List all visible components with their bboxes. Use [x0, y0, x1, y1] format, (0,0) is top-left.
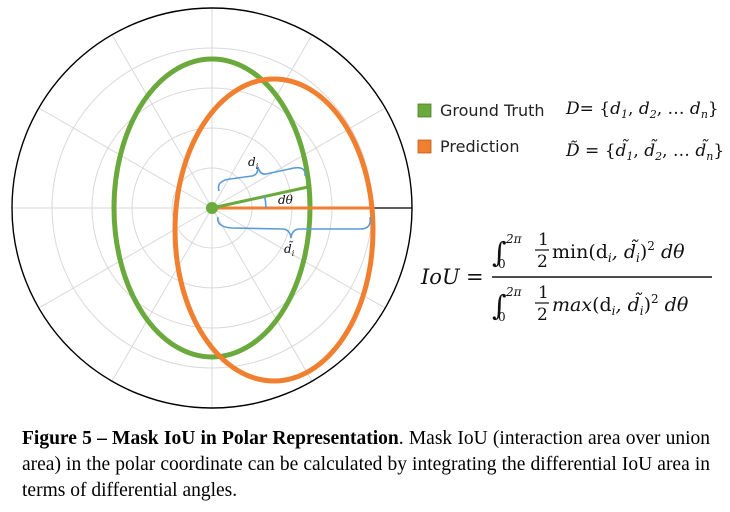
di-tilde-brace [216, 216, 372, 239]
figure-caption: Figure 5 – Mask IoU in Polar Representat… [22, 426, 710, 504]
denominator-expression: max(di, d̃i)2 dθ [552, 292, 689, 318]
di-brace [217, 166, 306, 192]
prediction-contour [172, 76, 376, 384]
di-label: di [248, 155, 259, 171]
polar-iou-figure: dθ di d̃i Ground Truth Prediction D= {d1… [11, 7, 724, 409]
ground-truth-swatch [417, 103, 432, 118]
denominator-half-den: 2 [537, 305, 548, 325]
iou-equals: = [466, 265, 484, 289]
dtheta-arc [263, 195, 267, 209]
polar-outer-boundary [11, 7, 413, 409]
denominator-upper-limit: 2π [505, 285, 523, 299]
numerator-half-den: 2 [537, 252, 548, 272]
grid-spoke [211, 107, 386, 209]
grid-spoke [38, 107, 213, 209]
polar-origin-dot [206, 202, 218, 214]
grid-spoke [211, 207, 386, 309]
caption-heading: Figure 5 – Mask IoU in Polar Representat… [22, 428, 399, 449]
denominator-integral-sign: ∫ [492, 289, 507, 322]
grid-spoke [38, 207, 213, 309]
iou-equation: IoU = ∫ 2π 0 1 2 min(di, d̃i)2 dθ ∫ 2π 0… [420, 230, 712, 325]
grid-spoke [111, 34, 213, 209]
numerator-integral-sign: ∫ [492, 236, 507, 269]
legend-label-prediction: Prediction [440, 137, 519, 156]
ground-truth-set-equation: D= {d1, d2, … dn} [565, 99, 719, 121]
numerator-lower-limit: 0 [498, 257, 506, 271]
numerator-half-num: 1 [538, 230, 549, 250]
caption-body: . Mask IoU (interaction area over union … [22, 428, 711, 501]
numerator-upper-limit: 2π [505, 232, 523, 246]
legend-item-prediction: Prediction [417, 137, 519, 156]
di-tilde-label: d̃i [284, 240, 295, 258]
denominator-half-num: 1 [538, 283, 549, 303]
prediction-set-equation: D̃ = {d̃1, d̃2, … d̃n} [565, 139, 724, 163]
prediction-swatch [417, 139, 432, 154]
legend-label-ground-truth: Ground Truth [440, 101, 545, 120]
denominator-lower-limit: 0 [498, 310, 506, 324]
grid-spoke [111, 207, 213, 382]
numerator-expression: min(di, d̃i)2 dθ [552, 239, 685, 265]
grid-spoke [211, 207, 313, 382]
iou-lhs: IoU [420, 265, 461, 289]
dtheta-label: dθ [278, 193, 294, 207]
legend-item-ground-truth: Ground Truth [417, 101, 545, 120]
ground-truth-ray [211, 185, 309, 210]
legend: Ground Truth Prediction [417, 101, 545, 156]
